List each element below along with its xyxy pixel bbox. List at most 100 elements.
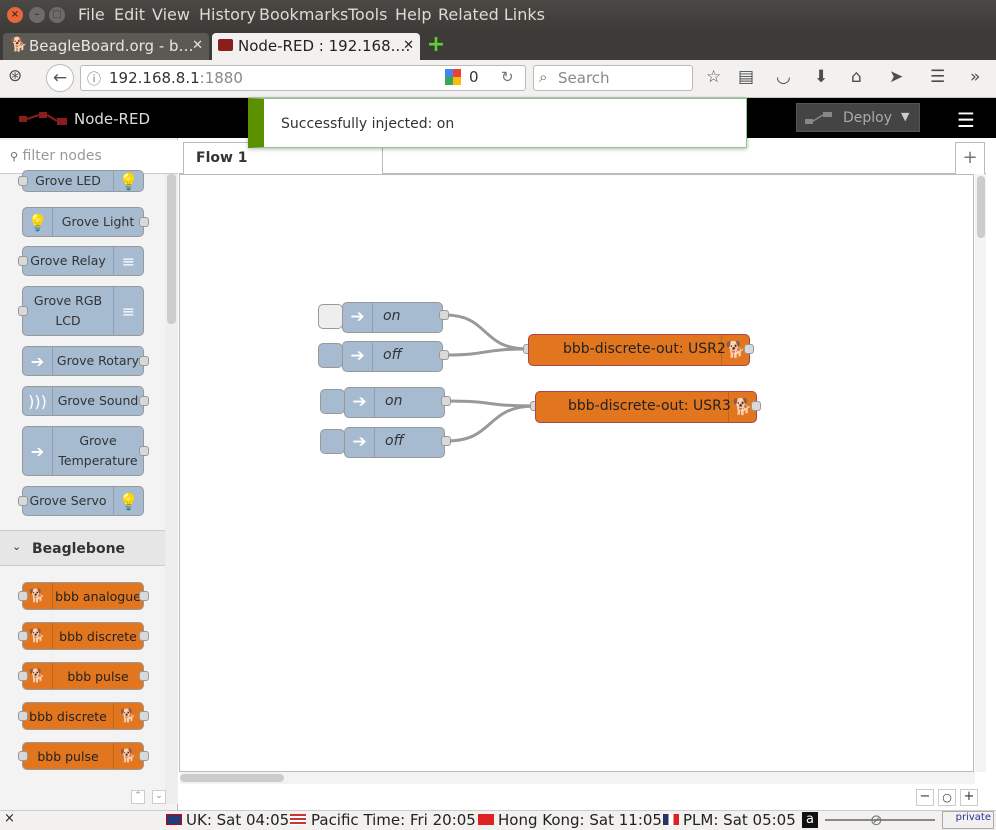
menu-related-links[interactable]: Related Links bbox=[438, 5, 545, 24]
tab-beagleboard[interactable]: 🐕 BeagleBoard.org - b… ✕ bbox=[3, 33, 209, 60]
output-port[interactable] bbox=[751, 401, 761, 411]
search-placeholder: Search bbox=[558, 69, 610, 87]
identity-icon[interactable]: ⊛ bbox=[8, 66, 23, 86]
input-port bbox=[18, 306, 28, 316]
add-flow-plus-icon[interactable]: + bbox=[955, 142, 985, 174]
home-icon[interactable]: ⌂ bbox=[851, 67, 862, 87]
back-arrow-icon[interactable]: ← bbox=[46, 64, 74, 92]
palette-node-label: bbb pulse bbox=[37, 749, 99, 764]
palette-scroll-thumb[interactable] bbox=[167, 174, 176, 324]
palette-node-label: Grove Temperature bbox=[58, 433, 138, 468]
close-statusbar-icon[interactable]: × bbox=[4, 811, 15, 826]
addon-counter: 0 bbox=[469, 68, 479, 86]
pocket-icon[interactable]: ◡ bbox=[776, 67, 791, 87]
v-scroll-thumb[interactable] bbox=[977, 176, 985, 238]
overflow-chevron-icon[interactable]: » bbox=[970, 67, 981, 87]
maximize-window-button[interactable]: □ bbox=[49, 7, 65, 23]
info-icon[interactable]: ⓘ bbox=[87, 72, 101, 88]
output-port[interactable] bbox=[439, 310, 449, 320]
node-red-favicon-icon bbox=[218, 39, 233, 51]
output-port bbox=[139, 591, 149, 601]
fr-flag-icon bbox=[663, 814, 679, 825]
beagle-dog-icon: 🐕 bbox=[721, 335, 749, 365]
new-tab-plus-icon[interactable]: + bbox=[426, 32, 446, 57]
minimize-window-button[interactable]: – bbox=[29, 7, 45, 23]
menu-tools[interactable]: Tools bbox=[348, 5, 388, 24]
clock-uk: UK: Sat 04:05 bbox=[186, 811, 290, 829]
node-label: off bbox=[383, 347, 402, 363]
collapse-all-icon[interactable]: ⌃ bbox=[131, 790, 145, 804]
zoom-in-icon[interactable]: + bbox=[960, 789, 978, 806]
workspace-vscrollbar[interactable] bbox=[975, 174, 986, 772]
us-flag-icon bbox=[290, 814, 306, 825]
nodered-title: Node-RED bbox=[74, 110, 151, 128]
bookmark-star-icon[interactable]: ☆ bbox=[706, 67, 722, 87]
share-icon[interactable]: ➤ bbox=[889, 67, 904, 87]
reload-icon[interactable]: ↻ bbox=[501, 68, 514, 86]
reading-list-icon[interactable]: ▤ bbox=[738, 67, 755, 87]
output-port[interactable] bbox=[441, 396, 451, 406]
menu-history[interactable]: History bbox=[199, 5, 256, 24]
input-port bbox=[18, 256, 28, 266]
palette-node-label: bbb discrete bbox=[29, 709, 107, 724]
node-label: on bbox=[385, 393, 403, 409]
deploy-button[interactable]: Deploy ▼ bbox=[796, 103, 920, 132]
output-port bbox=[139, 631, 149, 641]
input-port bbox=[18, 591, 28, 601]
menu-help[interactable]: Help bbox=[395, 5, 432, 24]
hamburger-menu-icon[interactable]: ☰ bbox=[930, 67, 946, 87]
nodered-menu-icon[interactable]: ☰ bbox=[957, 108, 975, 132]
output-port bbox=[139, 217, 149, 227]
inject-trigger-button[interactable] bbox=[318, 343, 343, 368]
bulb-icon: 💡 bbox=[113, 487, 143, 515]
browser-navbar: ⊛ ← ⓘ 192.168.8.1:1880 0 ↻ ⌕ Search ☆ ▤ … bbox=[0, 60, 996, 98]
input-port bbox=[18, 751, 28, 761]
output-port[interactable] bbox=[744, 344, 754, 354]
zoom-out-icon[interactable]: − bbox=[916, 789, 934, 806]
close-tab-icon[interactable]: ✕ bbox=[192, 38, 203, 53]
url-bar[interactable]: ⓘ 192.168.8.1:1880 0 ↻ bbox=[80, 65, 526, 91]
menu-file[interactable]: File bbox=[78, 5, 105, 24]
menu-bookmarks[interactable]: Bookmarks bbox=[259, 5, 349, 24]
deploy-dropdown-icon[interactable]: ▼ bbox=[901, 110, 910, 123]
search-input[interactable]: ⌕ Search bbox=[533, 65, 693, 91]
menu-view[interactable]: View bbox=[152, 5, 190, 24]
hk-flag-icon bbox=[478, 814, 494, 825]
uk-flag-icon bbox=[166, 814, 182, 825]
lcd-icon: ≡ bbox=[113, 287, 143, 335]
expand-all-icon[interactable]: ⌄ bbox=[152, 790, 166, 804]
palette-node-label: bbb analogue bbox=[55, 589, 141, 604]
palette-scrollbar[interactable] bbox=[165, 174, 178, 804]
deploy-icon bbox=[805, 112, 832, 124]
inject-arrow-icon: ➔ bbox=[345, 428, 375, 457]
input-port bbox=[18, 711, 28, 721]
close-tab-icon[interactable]: ✕ bbox=[403, 38, 414, 53]
google-addon-icon[interactable] bbox=[445, 69, 461, 85]
zoom-slider-track[interactable] bbox=[825, 819, 935, 821]
inject-trigger-button[interactable] bbox=[320, 389, 345, 414]
palette-node-label: Grove Light bbox=[61, 214, 135, 229]
input-port bbox=[18, 631, 28, 641]
private-badge: private bbox=[942, 811, 994, 829]
menu-edit[interactable]: Edit bbox=[114, 5, 145, 24]
download-icon[interactable]: ⬇ bbox=[814, 67, 829, 87]
dog-favicon-icon: 🐕 bbox=[10, 37, 28, 53]
output-port[interactable] bbox=[441, 436, 451, 446]
output-port bbox=[139, 446, 149, 456]
beagle-dog-icon: 🐕 bbox=[23, 623, 53, 649]
zoom-reset-icon[interactable]: ○ bbox=[938, 789, 956, 806]
inject-trigger-button[interactable] bbox=[318, 304, 343, 329]
output-port[interactable] bbox=[439, 350, 449, 360]
accessibility-icon[interactable]: a bbox=[802, 812, 818, 828]
tab-node-red[interactable]: Node-RED : 192.168.… ✕ bbox=[212, 33, 420, 60]
palette-node-label: Grove Rotary bbox=[56, 353, 140, 368]
inject-trigger-button[interactable] bbox=[320, 429, 345, 454]
category-beaglebone-header[interactable]: ⌄ Beaglebone bbox=[0, 530, 165, 566]
h-scroll-thumb[interactable] bbox=[180, 774, 284, 782]
workspace-hscrollbar[interactable] bbox=[180, 772, 975, 784]
close-window-button[interactable]: × bbox=[7, 7, 23, 23]
filter-nodes-input[interactable]: ⚲ filter nodes bbox=[0, 140, 178, 174]
node-label: on bbox=[383, 308, 401, 324]
blocked-icon[interactable]: ⊘ bbox=[870, 811, 883, 829]
flow-workspace[interactable] bbox=[179, 174, 974, 772]
